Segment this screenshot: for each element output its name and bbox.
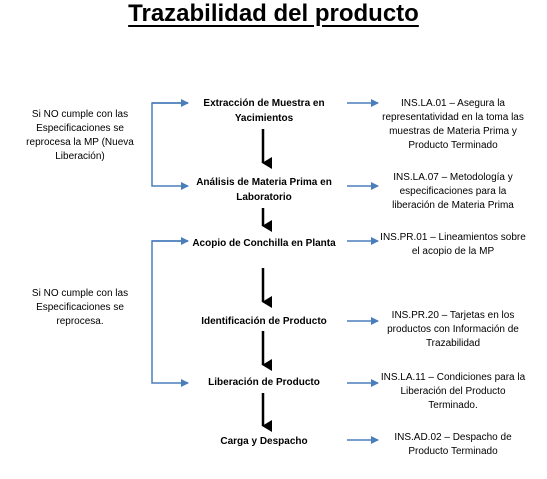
step-extraccion-muestra: Extracción de Muestra en Yacimientos	[203, 98, 325, 124]
reprocess-note-1: Si NO cumple con las Especificaciones se…	[26, 109, 134, 162]
ref-ins-la-01: INS.LA.01 – Asegura la representatividad…	[382, 98, 524, 151]
reprocess-note-2: Si NO cumple con las Especificaciones se…	[31, 288, 129, 327]
ref-ins-la-11: INS.LA.11 – Condiciones para la Liberaci…	[380, 372, 526, 411]
reprocess-bracket-2	[151, 240, 189, 387]
step-analisis-materia-prima: Análisis de Materia Prima en Laboratorio	[196, 177, 332, 203]
page-title: Trazabilidad del producto	[128, 0, 419, 27]
step-liberacion-producto: Liberación de Producto	[208, 377, 320, 388]
ref-ins-la-07: INS.LA.07 – Metodología y especificacion…	[392, 172, 514, 211]
ref-ins-ad-02: INS.AD.02 – Despacho de Producto Termina…	[394, 432, 512, 457]
ref-ins-pr-01: INS.PR.01 – Lineamientos sobre el acopio…	[380, 232, 526, 257]
step-identificacion-producto: Identificación de Producto	[201, 316, 327, 327]
step-carga-despacho: Carga y Despacho	[220, 436, 308, 447]
reprocess-bracket-1	[151, 102, 189, 190]
ref-ins-pr-20: INS.PR.20 – Tarjetas en los productos co…	[387, 310, 519, 349]
step-acopio-conchilla: Acopio de Conchilla en Planta	[192, 238, 336, 249]
